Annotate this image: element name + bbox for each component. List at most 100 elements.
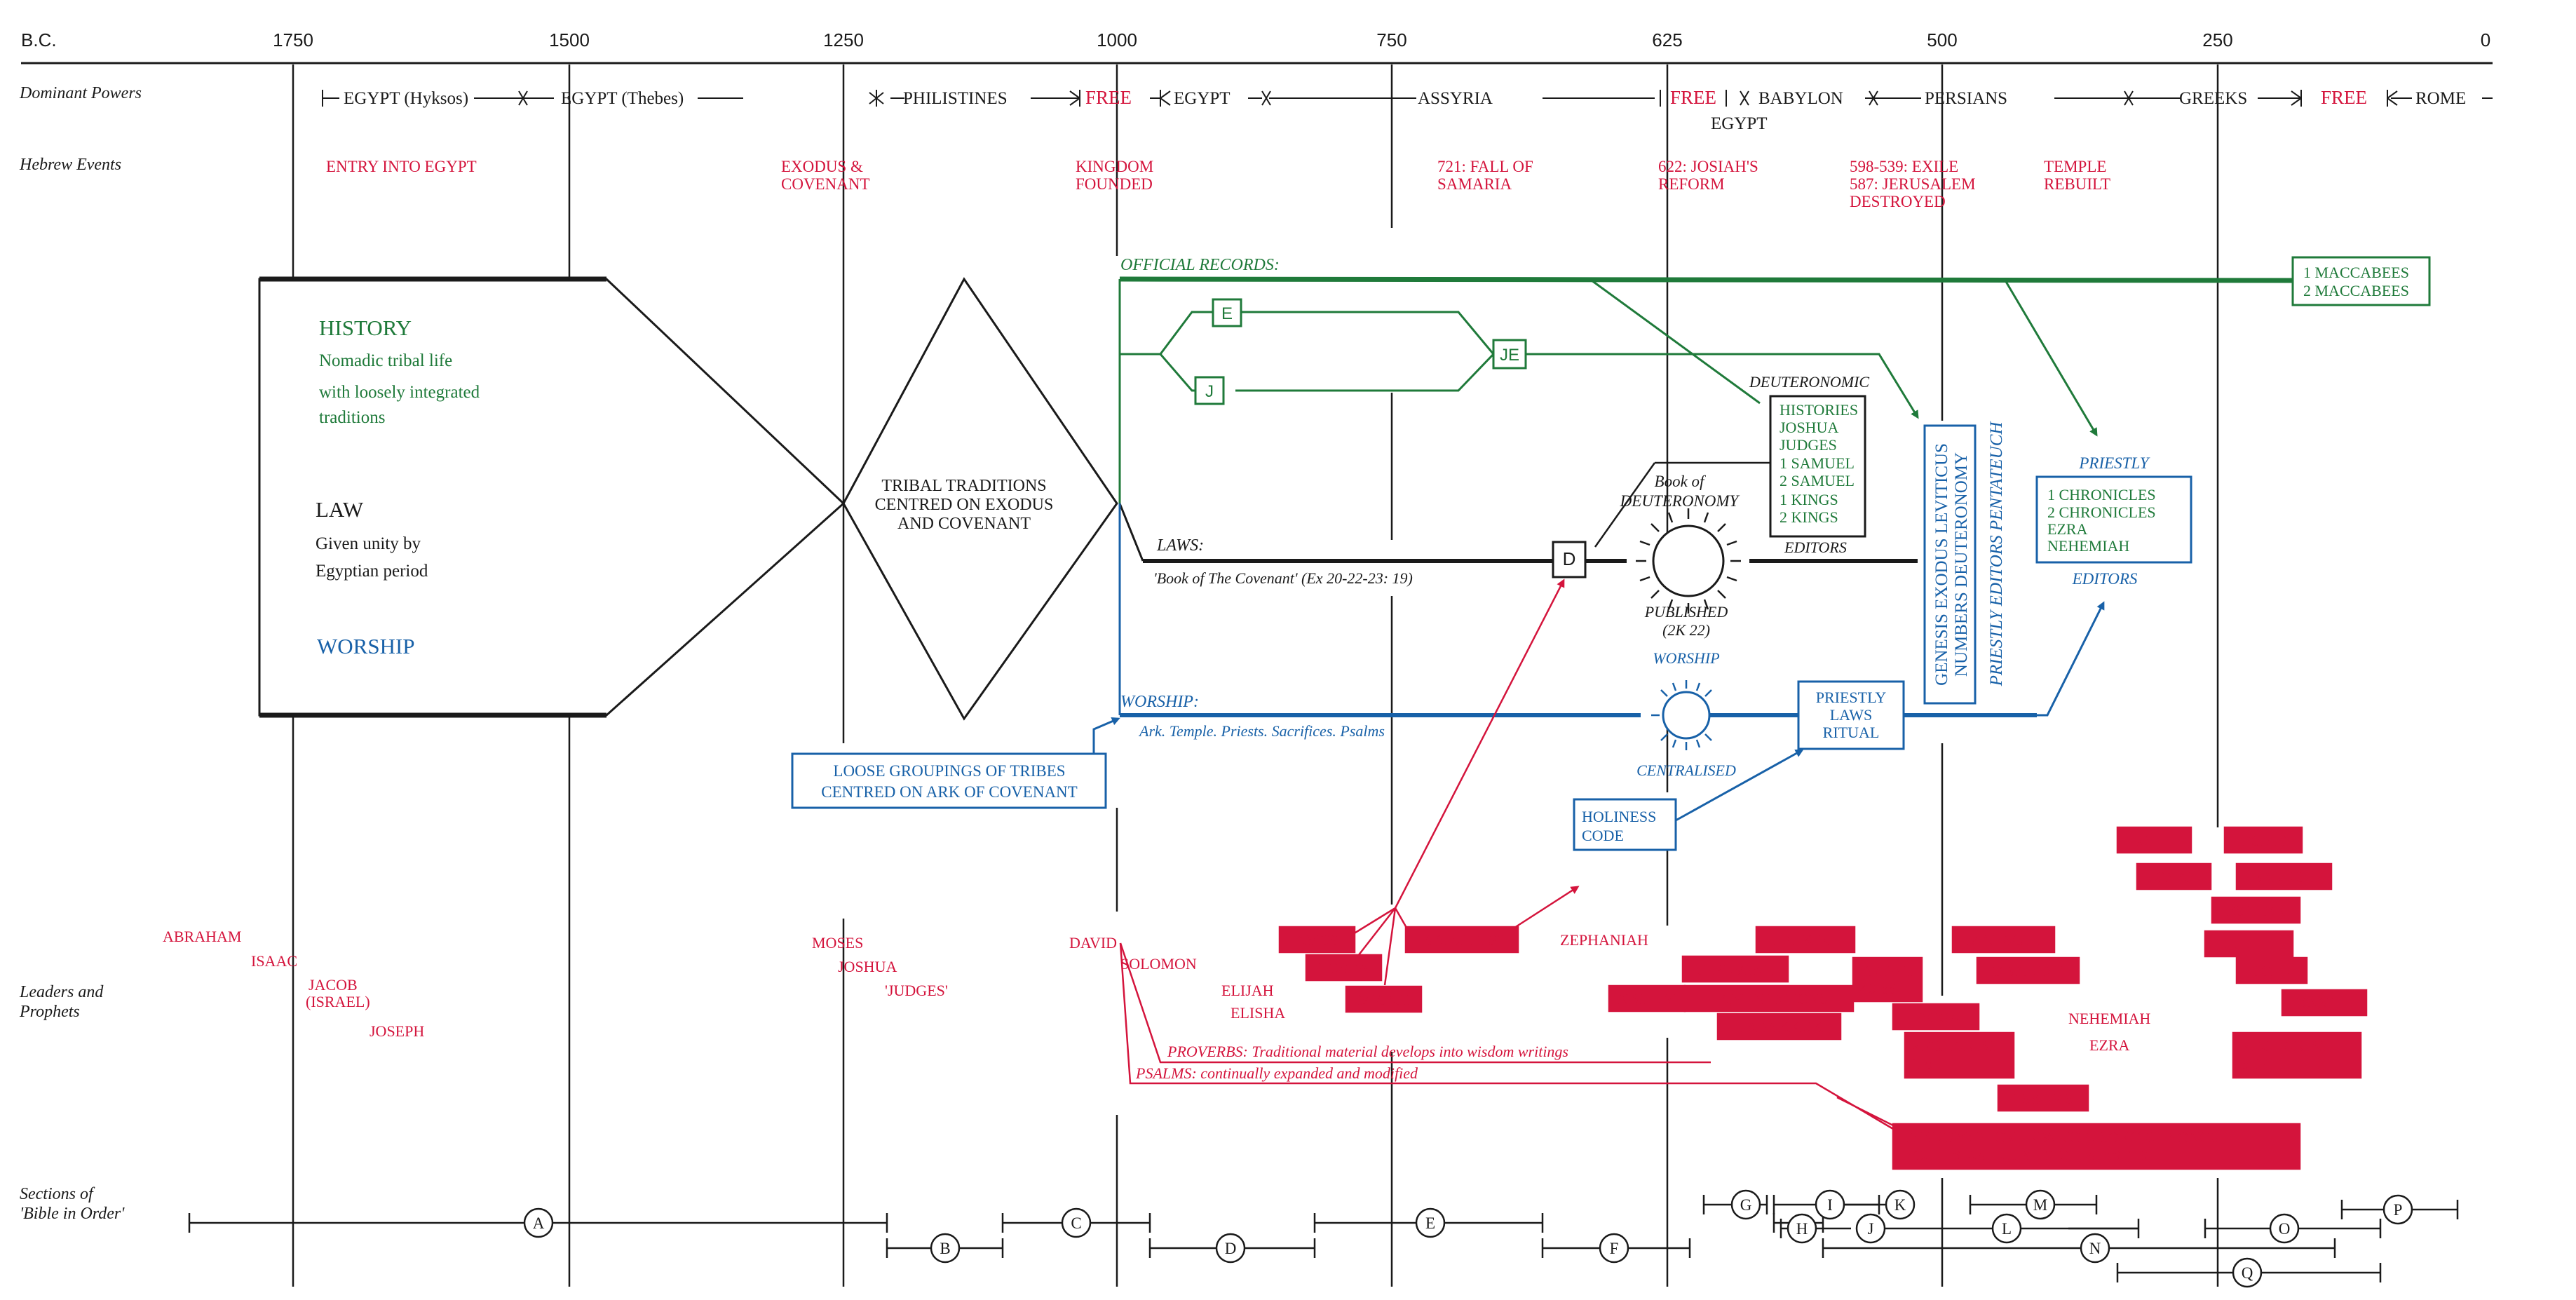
event-destroyed: DESTROYED [1850,193,1946,210]
hex-history-desc-1: Nomadic tribal life [319,351,452,370]
loose-groupings-line-2: CENTRED ON ARK OF COVENANT [821,783,1077,801]
power-philistines: PHILISTINES [903,89,1008,108]
prophet-esther: ESTHER [2226,902,2284,919]
hex-law-desc-1: Given unity by [316,534,421,553]
early-traditions-hexagon: HISTORY Nomadic tribal life with loosely… [258,276,846,718]
svg-text:L: L [2002,1220,2012,1238]
holiness-line-2: CODE [1582,827,1624,844]
priestly-item-2: 2 CHRONICLES [2047,503,2156,521]
section-g: G [1730,1189,1761,1220]
hebrew-events-row: ENTRY INTO EGYPT EXODUS & COVENANT KINGD… [326,158,2110,210]
svg-text:D: D [1225,1240,1237,1257]
source-e-box: E [1212,298,1242,327]
centralised-label: CENTRALISED [1636,761,1736,779]
label-sections: Sections of [20,1185,95,1203]
prophet-micah: MICAH [1357,991,1409,1008]
section-j: J [1855,1213,1886,1244]
leader-joseph: JOSEPH [370,1022,424,1040]
label-dominant-powers: Dominant Powers [19,84,142,102]
published-sun-icon [1636,508,1741,614]
svg-text:E: E [1425,1214,1435,1232]
power-greeks: GREEKS [2179,89,2247,108]
prophet-zephaniah: ZEPHANIAH [1560,931,1648,949]
svg-text:N: N [2089,1240,2101,1257]
deut-item-2kings: 2 KINGS [1780,508,1838,526]
source-je: JE [1500,346,1519,365]
power-egypt-thebes: EGYPT (Thebes) [561,89,684,108]
event-rebuilt: REBUILT [2044,175,2110,193]
proverbs-line-label: PROVERBS: Traditional material develops … [1167,1043,1568,1060]
source-e: E [1221,304,1233,323]
prophet-judith: JUDITH [2222,935,2276,953]
hex-worship: WORSHIP [317,634,415,658]
priestly-editors: EDITORS [2072,570,2138,588]
section-b: B [930,1233,961,1264]
event-josiah: 622: JOSIAH'S [1658,158,1758,175]
event-entry-egypt: ENTRY INTO EGYPT [326,158,477,175]
event-founded: FOUNDED [1076,175,1153,193]
svg-text:B: B [940,1240,950,1257]
priestly-item-4: NEHEMIAH [2047,537,2129,555]
svg-text:J: J [1868,1220,1874,1238]
prophet-isaiah-40-66-a: ISAIAH [1860,962,1913,980]
prophet-obadiah: OBADIAH [1992,962,2063,980]
priestly-laws-line-3: RITUAL [1823,724,1880,741]
law-stream: LAWS: 'Book of The Covenant' (Ex 20-22-2… [1118,461,1918,587]
power-free-1: FREE [1085,87,1132,108]
power-persians: PERSIANS [1925,89,2007,108]
published-ref: (2K 22) [1662,621,1710,639]
tick-500: 500 [1927,29,1957,50]
priestly-title: PRIESTLY [2078,454,2150,472]
section-l: L [1991,1213,2022,1244]
section-i: I [1815,1189,1845,1220]
pentateuch-line-1: GENESIS EXODUS LEVITICUS [1932,443,1951,686]
svg-text:P: P [2394,1201,2403,1219]
prophet-joel: JOEL [2253,962,2289,980]
event-samaria: SAMARIA [1437,175,1512,193]
holiness-line-1: HOLINESS [1582,808,1656,825]
leader-ezra: EZRA [2089,1036,2130,1054]
prophet-influence-arrows [1119,578,1894,1130]
prophet-lamentations: LAMENTATIONS [1710,990,1828,1008]
tick-1000: 1000 [1097,29,1137,50]
leader-elijah: ELIJAH [1221,982,1274,999]
psalms-box-label: PSALMS [2013,1090,2073,1107]
prophet-books: AMOS HOSEA MICAH ISAIAH 1-39 ZEPHANIAH N… [1278,826,2368,1170]
label-leaders: Leaders and [19,983,104,1001]
deuteronomy-label: DEUTERONOMY [1620,492,1740,510]
prophet-zechariah-1-8-a: ZECHARIAH [1912,1037,2001,1055]
prophet-zechariah-9-14-b: 9-14 [2242,1055,2270,1072]
prophet-malachi: MALACHI [1967,931,2040,949]
event-exodus: EXODUS & [781,158,863,175]
wisdom-line-2: ECCLESIASTICUS: ECCLESIASTES [1904,1146,2148,1164]
section-k: K [1885,1189,1916,1220]
prophet-hosea: HOSEA [1317,959,1369,977]
prophet-jonah: JONAH [2148,868,2199,886]
maccabees-2: 2 MACCABEES [2303,282,2409,299]
section-q: Q [2232,1257,2263,1288]
deut-item-histories: HISTORIES [1780,401,1858,419]
prophet-zechariah-1-8-b: 1-8 [1912,1055,1932,1072]
label-prophets: Prophets [19,1003,80,1021]
tick-750: 750 [1376,29,1406,50]
prophet-isaiah-1-39: ISAIAH 1-39 [1420,931,1504,949]
pentateuch-box: GENESIS EXODUS LEVITICUS NUMBERS DEUTERO… [1923,424,1977,705]
source-j: J [1205,382,1214,401]
deut-item-1kings: 1 KINGS [1780,491,1838,508]
section-o: O [2269,1213,2300,1244]
source-d: D [1563,548,1576,569]
prophet-zechariah-9-14-a: ZECHARIAH [2242,1037,2331,1055]
worship-items: Ark. Temple. Priests. Sacrifices. Psalms [1138,722,1385,740]
power-egypt-2: EGYPT [1711,114,1768,133]
book-of-label: Book of [1655,473,1707,490]
worship-sun-icon [1651,680,1721,750]
section-f: F [1599,1233,1629,1264]
svg-text:F: F [1610,1240,1619,1257]
laws-label: LAWS: [1156,536,1204,555]
hex-law: LAW [316,497,364,522]
event-temple: TEMPLE [2044,158,2106,175]
diamond-line-1: TRIBAL TRADITIONS [881,477,1046,495]
prophet-isaiah-40-66-b: 40-66 [1860,980,1896,997]
power-assyria: ASSYRIA [1418,89,1493,108]
leader-david: DAVID [1069,934,1117,952]
